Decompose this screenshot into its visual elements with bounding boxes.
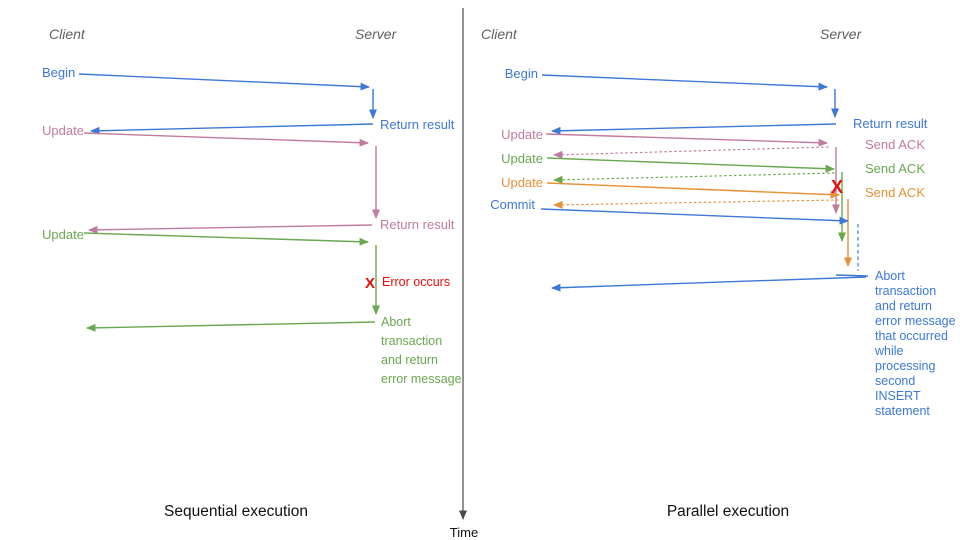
parallel-update1-request-arrow [545,133,828,147]
parallel-server-barrier-line [835,274,869,277]
time-axis-label: Time [450,525,478,540]
sequential-update2-label: Update [42,227,84,242]
sequential-caption: Sequential execution [164,503,308,520]
sequential-update1-label: Update [42,123,84,138]
parallel-abort-line-10: statement [875,404,930,418]
sequential-return-result-1-label: Return result [380,117,455,132]
parallel-abort-line-6: while [874,344,904,358]
parallel-caption: Parallel execution [667,503,789,520]
parallel-client-label: Client [481,26,518,42]
parallel-abort-line-8: second [875,374,915,388]
sequential-update2-request-arrow [83,232,369,246]
parallel-abort-return-arrow [551,276,867,292]
parallel-commit-label: Commit [490,197,535,212]
sequential-abort-note: Abort transaction and return error messa… [381,315,462,386]
sequential-begin-request-arrow [78,73,370,91]
parallel-return-result-label: Return result [853,116,928,131]
sequential-abort-line-1: Abort [381,315,411,329]
parallel-ack1-label: Send ACK [865,137,925,152]
parallel-abort-note: Abort transaction and return error messa… [874,269,956,418]
parallel-update1-label: Update [501,127,543,142]
parallel-begin-request-arrow [541,74,828,91]
sequential-return-result-2-label: Return result [380,217,455,232]
parallel-abort-line-1: Abort [875,269,905,283]
parallel-update2-request-arrow [546,157,835,173]
sequential-abort-return-arrow [86,321,376,332]
parallel-begin-label: Begin [505,66,538,81]
sequential-abort-line-3: and return [381,353,438,367]
parallel-ack1-dotted-arrow [553,146,829,159]
sequential-error-x-icon: X [365,275,375,292]
time-axis: Time [450,8,478,540]
sequential-abort-line-2: transaction [381,334,442,348]
parallel-ack3-dotted-arrow [553,199,839,209]
parallel-abort-line-3: and return [875,299,932,313]
parallel-update3-request-arrow [546,182,840,199]
sequential-update1-request-arrow [83,132,369,147]
parallel-update3-label: Update [501,175,543,190]
sequential-abort-line-4: error message [381,372,462,386]
parallel-update2-label: Update [501,151,543,166]
sequential-diagram: Client Server Begin Return result Update… [42,26,462,520]
parallel-abort-line-9: INSERT [875,389,921,403]
sequential-update1-return-arrow [88,224,373,234]
parallel-error-x-icon: X [831,177,843,197]
parallel-ack2-label: Send ACK [865,161,925,176]
parallel-server-label: Server [820,26,863,42]
sequential-client-label: Client [49,26,86,42]
parallel-commit-request-arrow [540,208,849,225]
sequential-server-label: Server [355,26,398,42]
sequential-begin-return-arrow [90,123,374,135]
parallel-diagram: Client Server Begin Return result Update… [481,26,956,520]
parallel-abort-line-7: processing [875,359,935,373]
sequential-begin-label: Begin [42,65,75,80]
sequential-error-label: Error occurs [382,275,450,289]
parallel-ack3-label: Send ACK [865,185,925,200]
parallel-begin-return-arrow [551,123,837,135]
parallel-abort-line-4: error message [875,314,956,328]
parallel-abort-line-2: transaction [875,284,936,298]
parallel-abort-line-5: that occurred [875,329,948,343]
parallel-ack2-dotted-arrow [553,172,835,184]
